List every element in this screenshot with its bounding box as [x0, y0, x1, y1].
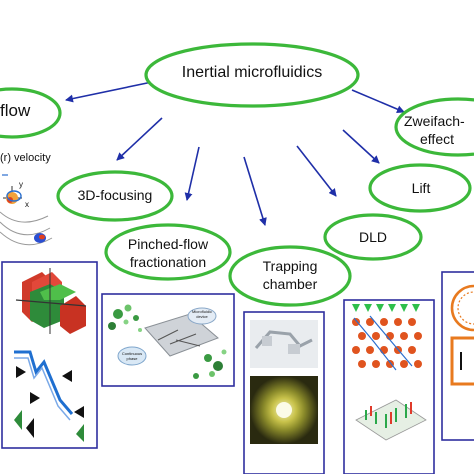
node-pinched-flow: [104, 223, 232, 281]
panel-trapping-figure: [243, 311, 325, 474]
node-label-flow: flow: [0, 101, 31, 120]
panel-pinched-flow-figure: [101, 293, 235, 387]
panel-dld-figure: [343, 299, 435, 474]
node-ellipses: [0, 42, 474, 307]
node-label-lift: Lift: [411, 180, 431, 196]
node-label-trapping-line2: chamber: [262, 276, 318, 292]
axis-x-label: x: [25, 200, 29, 209]
panel-3d-focusing-figure: [1, 261, 98, 449]
node-label-zweifach-line2: effect: [420, 131, 454, 147]
node-label-inertial-microfluidics: Inertial microfluidics: [181, 64, 323, 81]
node-3d-focusing: [56, 170, 174, 222]
node-label-3d-focusing: 3D-focusing: [77, 187, 153, 203]
arrow-to-3d-focusing: [116, 117, 163, 161]
node-label-pinched-flow-line2: fractionation: [129, 254, 207, 270]
arrow-to-pinched-flow: [184, 146, 200, 201]
arrow-to-trapping: [243, 156, 267, 226]
node-dld: [323, 213, 423, 261]
panel-velocity-profile: [0, 166, 54, 254]
node-flow: [0, 87, 62, 139]
node-inertial-microfluidics: [144, 42, 360, 108]
node-label-trapping-line1: Trapping: [262, 258, 318, 274]
connector-arrows: [65, 81, 405, 226]
node-lift: [368, 163, 472, 213]
node-trapping-chamber: [228, 245, 352, 307]
arrow-to-dld: [296, 145, 337, 197]
velocity-caption: (r) velocity: [0, 152, 51, 164]
node-label-zweifach-line1: Zweifach-: [404, 113, 465, 129]
panel-right-figure: [441, 271, 474, 441]
arrow-to-lift: [342, 129, 380, 164]
node-zweifach: [394, 97, 474, 157]
microfluidic-device-label: Microfluidic device: [191, 309, 212, 319]
node-label-dld: DLD: [358, 229, 387, 245]
continuous-phase-label: Continuous phase: [121, 351, 143, 361]
node-label-pinched-flow-line1: Pinched-flow: [127, 236, 209, 252]
axis-y-label: y: [19, 180, 23, 189]
arrow-to-zweifach: [351, 89, 405, 113]
arrow-to-flow: [65, 81, 153, 103]
